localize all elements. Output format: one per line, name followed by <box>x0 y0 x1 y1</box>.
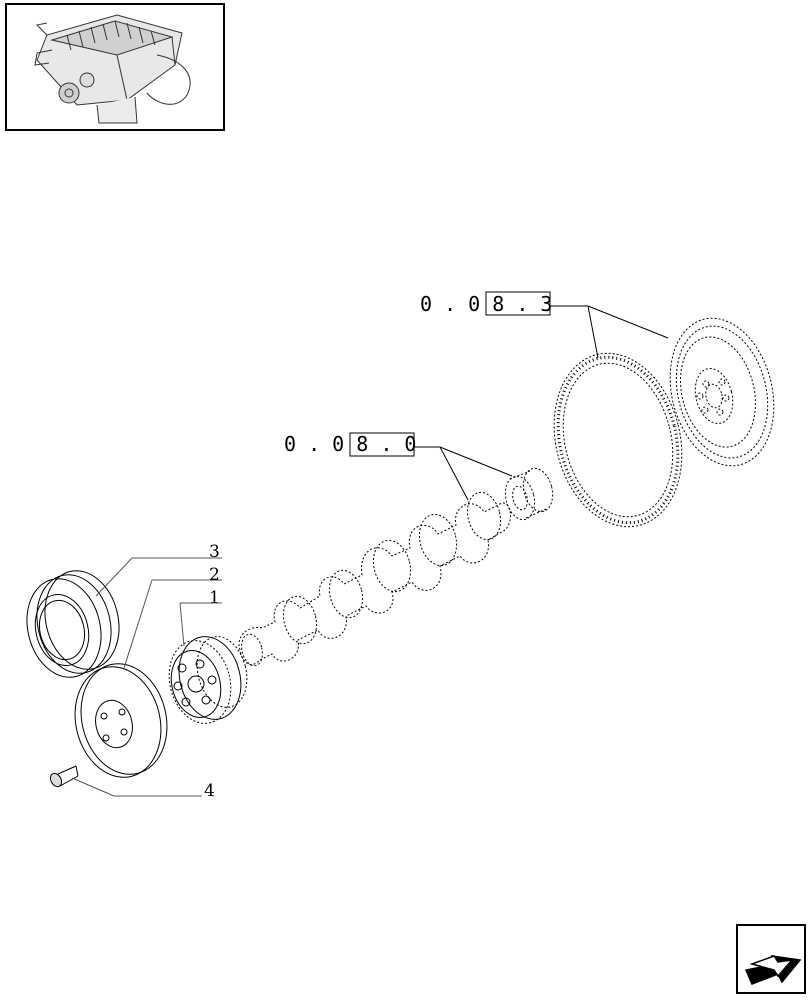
callout-leaders <box>71 557 222 797</box>
crankshaft-gear <box>504 467 554 521</box>
callout-4: 4 <box>204 781 215 801</box>
next-page-button[interactable] <box>736 924 806 994</box>
callout-1: 1 <box>209 588 220 608</box>
callout-3: 3 <box>209 542 220 562</box>
next-page-arrow-icon <box>744 955 802 985</box>
flywheel-reference-label[interactable]: 0 . 0 8 . 3 <box>420 292 552 316</box>
crankshaft-reference[interactable] <box>349 432 513 501</box>
engine-thumbnail-icon <box>34 14 191 124</box>
crankshaft-pulley-part-1 <box>168 636 248 724</box>
engine-thumbnail[interactable] <box>5 3 225 131</box>
flywheel <box>669 317 775 467</box>
ring-gear <box>553 352 683 528</box>
flywheel-reference[interactable] <box>485 291 669 359</box>
crankshaft-reference-label[interactable]: 0 . 0 8 . 0 <box>284 432 416 456</box>
vibration-damper-part-2 <box>74 663 168 778</box>
pulley-part-3 <box>26 570 120 678</box>
callout-2: 2 <box>209 565 220 585</box>
crankshaft <box>238 491 511 667</box>
bolt-part-4 <box>49 765 79 788</box>
